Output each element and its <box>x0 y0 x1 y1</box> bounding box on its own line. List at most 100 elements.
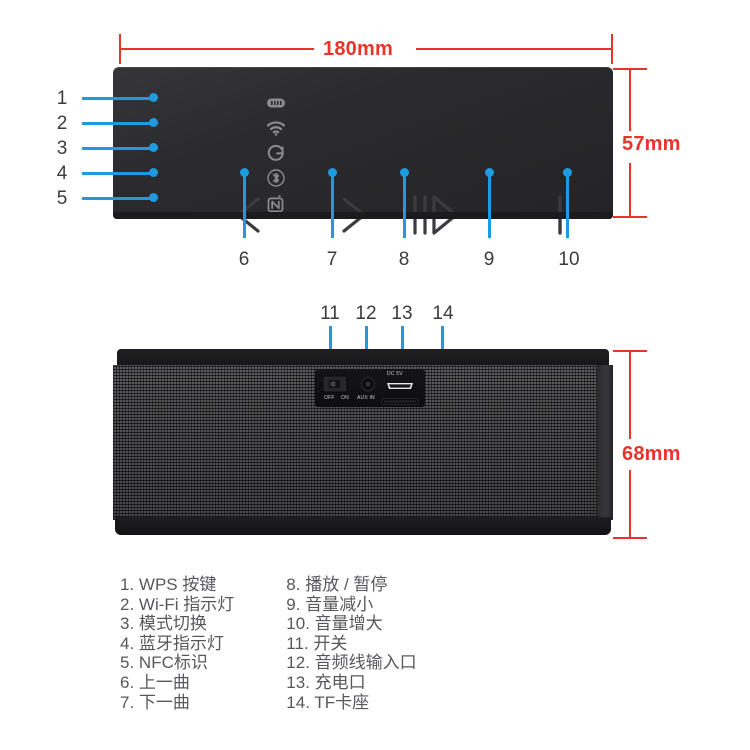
legend-index: 2. <box>120 594 135 614</box>
legend-item: 2. Wi-Fi 指示灯 <box>120 595 234 615</box>
callout-line-3 <box>82 147 154 150</box>
callout-number-2: 2 <box>56 113 68 134</box>
callout-line-2 <box>82 122 154 125</box>
legend-column-left: 1. WPS 按键 2. Wi-Fi 指示灯 3. 模式切换 4. 蓝牙指示灯 … <box>120 575 234 712</box>
callout-number-3: 3 <box>56 138 68 159</box>
legend-index: 4. <box>120 633 135 653</box>
callout-line-8 <box>403 174 406 238</box>
legend-item: 12. 音频线输入口 <box>286 653 416 673</box>
legend-item: 7. 下一曲 <box>120 693 234 713</box>
legend-index: 10. <box>286 614 310 634</box>
rear-height-dimension-label: 68mm <box>622 443 681 465</box>
speaker-rear-panel: OFF ON AUX IN DC 5V <box>113 349 613 539</box>
legend-index: 12. <box>286 653 310 673</box>
bluetooth-icon <box>265 168 287 188</box>
callout-number-6: 6 <box>238 249 250 270</box>
legend-text: TF卡座 <box>314 692 370 712</box>
callout-number-14: 14 <box>432 303 454 324</box>
legend-text: 上一曲 <box>138 672 190 692</box>
legend-text: 开关 <box>313 633 348 653</box>
callout-dot-7 <box>328 168 337 177</box>
rear-right-edge <box>597 365 613 520</box>
legend: 1. WPS 按键 2. Wi-Fi 指示灯 3. 模式切换 4. 蓝牙指示灯 … <box>120 575 640 712</box>
callout-dot-8 <box>400 168 409 177</box>
speaker-top-panel <box>113 67 613 235</box>
callout-number-13: 13 <box>391 303 413 324</box>
legend-text: 播放 / 暂停 <box>305 575 388 594</box>
callout-dot-1 <box>149 93 158 102</box>
rear-base-plate <box>115 517 611 535</box>
wifi-icon <box>265 118 287 138</box>
port-panel: OFF ON AUX IN DC 5V <box>315 369 425 407</box>
callout-line-10 <box>566 174 569 238</box>
width-dim-cap-left <box>119 34 121 64</box>
callout-dot-9 <box>485 168 494 177</box>
callout-dot-10 <box>563 168 572 177</box>
tf-card-slot[interactable] <box>381 393 419 411</box>
width-dim-cap-right <box>611 34 613 64</box>
rear-height-line-lower <box>629 470 631 538</box>
switch-off-label: OFF <box>324 395 335 401</box>
legend-text: 蓝牙指示灯 <box>138 633 224 653</box>
callout-line-6 <box>243 174 246 238</box>
legend-index: 6. <box>120 672 135 692</box>
legend-item: 3. 模式切换 <box>120 614 234 634</box>
rear-height-cap-bottom <box>613 537 647 539</box>
legend-index: 13. <box>286 672 310 692</box>
callout-dot-2 <box>149 118 158 127</box>
legend-index: 5. <box>120 653 135 673</box>
callout-number-8: 8 <box>398 249 410 270</box>
legend-text: WPS 按键 <box>138 575 217 594</box>
legend-text: Wi-Fi 指示灯 <box>138 594 235 614</box>
callout-line-5 <box>82 197 154 200</box>
legend-text: NFC标识 <box>138 653 208 673</box>
power-switch[interactable] <box>322 375 348 398</box>
legend-text: 充电口 <box>314 672 366 692</box>
legend-item: 8. 播放 / 暂停 <box>286 575 416 595</box>
wps-icon <box>265 93 287 113</box>
legend-item: 14. TF卡座 <box>286 693 416 713</box>
callout-line-1 <box>82 97 154 100</box>
next-track-button[interactable] <box>314 185 378 245</box>
legend-item: 13. 充电口 <box>286 673 416 693</box>
callout-number-10: 10 <box>558 249 580 270</box>
legend-item: 10. 音量增大 <box>286 614 416 634</box>
legend-text: 模式切换 <box>138 614 207 634</box>
dc-label: DC 5V <box>387 371 403 377</box>
top-height-line-upper <box>629 69 631 131</box>
legend-index: 8. <box>286 575 301 594</box>
aux-in-jack[interactable] <box>359 375 377 398</box>
legend-column-right: 8. 播放 / 暂停 9. 音量减小 10. 音量增大 11. 开关 12. 音… <box>286 575 416 712</box>
aux-in-label: AUX IN <box>357 395 375 401</box>
legend-item: 9. 音量减小 <box>286 595 416 615</box>
callout-line-4 <box>82 172 154 175</box>
width-dim-line-right <box>416 48 611 50</box>
legend-index: 9. <box>286 594 301 614</box>
legend-index: 7. <box>120 692 135 712</box>
top-height-line-lower <box>629 163 631 217</box>
callout-line-9 <box>488 174 491 238</box>
callout-dot-5 <box>149 193 158 202</box>
callout-dot-3 <box>149 143 158 152</box>
callout-number-9: 9 <box>483 249 495 270</box>
callout-number-7: 7 <box>326 249 338 270</box>
legend-item: 4. 蓝牙指示灯 <box>120 634 234 654</box>
charging-port[interactable] <box>385 378 415 396</box>
legend-item: 5. NFC标识 <box>120 653 234 673</box>
callout-dot-6 <box>240 168 249 177</box>
width-dimension-label: 180mm <box>323 38 393 60</box>
callout-number-11: 11 <box>320 303 340 324</box>
legend-index: 1. <box>120 575 135 594</box>
legend-item: 1. WPS 按键 <box>120 575 234 595</box>
rear-top-bezel <box>117 349 609 367</box>
previous-track-button[interactable] <box>224 185 288 245</box>
play-pause-button[interactable] <box>402 185 466 245</box>
callout-number-12: 12 <box>355 303 377 324</box>
legend-index: 11. <box>286 633 309 653</box>
callout-number-1: 1 <box>56 88 68 109</box>
top-height-cap-bottom <box>613 216 647 218</box>
volume-up-button[interactable] <box>528 185 592 245</box>
rear-height-line-upper <box>629 351 631 439</box>
legend-text: 音量减小 <box>305 594 374 614</box>
